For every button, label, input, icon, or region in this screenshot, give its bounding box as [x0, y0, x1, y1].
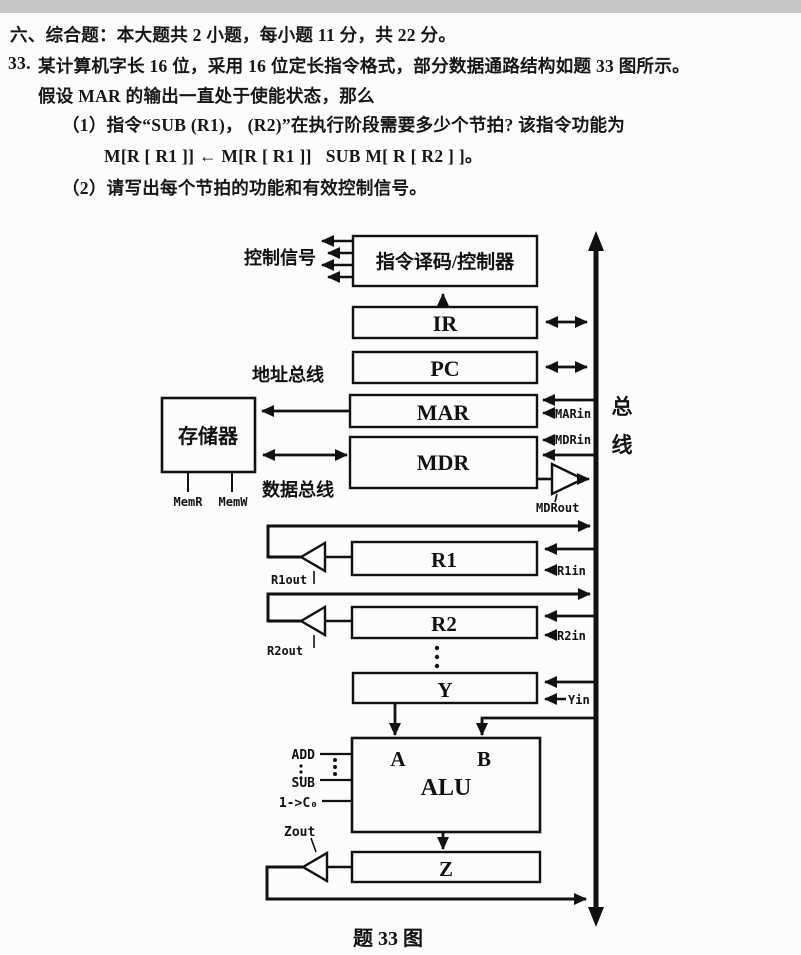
z-out-label: Zout: [284, 825, 315, 840]
y-label: Y: [437, 678, 452, 702]
bus-label-char2: 线: [612, 433, 633, 457]
section-header: 六、综合题：本大题共 2 小题，每小题 11 分，共 22 分。: [10, 25, 457, 45]
register-ellipsis-icon: [434, 645, 440, 669]
question-number: 33.: [8, 53, 31, 73]
mdr-in-label: MDRin: [555, 433, 591, 447]
instruction-decoder-controller: 指令译码/控制器 控制信号: [244, 234, 539, 288]
mar-in-label: MARin: [555, 407, 591, 421]
z-out-loop-to-bus: [265, 865, 587, 905]
memr-label: MemR: [174, 495, 204, 509]
r2-out-loop-to-bus: [266, 588, 591, 623]
memw-label: MemW: [219, 495, 249, 509]
alu-label: ALU: [421, 775, 472, 801]
bus-arrow-down-icon: [588, 907, 604, 927]
y-in-label: Yin: [568, 693, 590, 707]
mdr-out-buffer-icon: [550, 462, 586, 496]
mdr-label: MDR: [417, 450, 471, 475]
alu-unit: A B ALU ADD SUB 1->C₀: [279, 703, 596, 850]
mar-register: MAR MARin: [261, 393, 594, 429]
r1-register: R1out R1 R1in: [266, 520, 594, 587]
data-bus-label: 数据总线: [262, 479, 334, 500]
z-label: Z: [439, 857, 453, 881]
z-register: Zout Z: [265, 825, 587, 905]
z-out-tick: [310, 837, 317, 853]
question-line-2: 假设 MAR 的输出一直处于使能状态，那么: [38, 86, 375, 106]
mdr-register: MDR MDRin MDRout: [348, 433, 594, 515]
r1-out-label: R1out: [271, 573, 307, 587]
scan-top-band: [0, 0, 801, 13]
address-bus-label: 地址总线: [252, 364, 324, 385]
pc-register: PC 地址总线: [252, 350, 588, 385]
pc-label: PC: [430, 356, 459, 381]
controller-label: 指令译码/控制器: [376, 250, 515, 273]
r1-label: R1: [431, 548, 457, 572]
control-signals-label: 控制信号: [244, 247, 316, 268]
ir-label: IR: [433, 311, 459, 336]
question-part-1: （1）指令“SUB (R1)， (R2)”在执行阶段需要多少个节拍? 该指令功能…: [62, 115, 626, 135]
mdr-out-tick: [554, 493, 558, 503]
r2-out-label: R2out: [267, 644, 303, 658]
r2-out-buffer-icon: [298, 604, 327, 638]
alu-ops-ellipsis-icon: [299, 758, 337, 780]
mdr-out-label: MDRout: [536, 501, 579, 515]
alu-a-port-label: A: [390, 747, 406, 771]
ir-register: IR: [351, 293, 588, 340]
instruction-formula: M[R [ R1 ]] ← M[R [ R1 ]] SUB M[ R [ R2 …: [104, 146, 483, 166]
question-line-1: 某计算机字长 16 位，采用 16 位定长指令格式，部分数据通路结构如题 33 …: [38, 56, 690, 76]
r2-register: R2out R2 R2in: [266, 588, 594, 669]
r2-in-label: R2in: [557, 629, 586, 643]
mar-label: MAR: [417, 400, 471, 425]
alu-carry-label: 1->C₀: [279, 796, 318, 811]
r1-in-label: R1in: [557, 564, 586, 578]
figure-caption: 题 33 图: [353, 927, 423, 950]
alu-b-port-label: B: [477, 747, 491, 771]
r1-out-loop-to-bus: [266, 520, 591, 559]
bus-to-alu-b-arrow: [476, 716, 596, 736]
alu-sub-label: SUB: [292, 776, 316, 791]
y-register: Y Yin: [351, 671, 594, 707]
r2-label: R2: [431, 612, 457, 636]
bus-arrow-up-icon: [588, 231, 604, 251]
question-part-2: （2）请写出每个节拍的功能和有效控制信号。: [62, 178, 428, 198]
bus-label-char1: 总: [612, 395, 633, 419]
memory-unit: 存储器 MemR MemW 数据总线: [160, 396, 348, 509]
system-bus: 总 线: [588, 231, 633, 927]
r1-out-buffer-icon: [298, 540, 327, 574]
memory-label: 存储器: [178, 424, 239, 448]
alu-add-label: ADD: [292, 748, 316, 763]
z-out-buffer-icon: [300, 850, 329, 884]
